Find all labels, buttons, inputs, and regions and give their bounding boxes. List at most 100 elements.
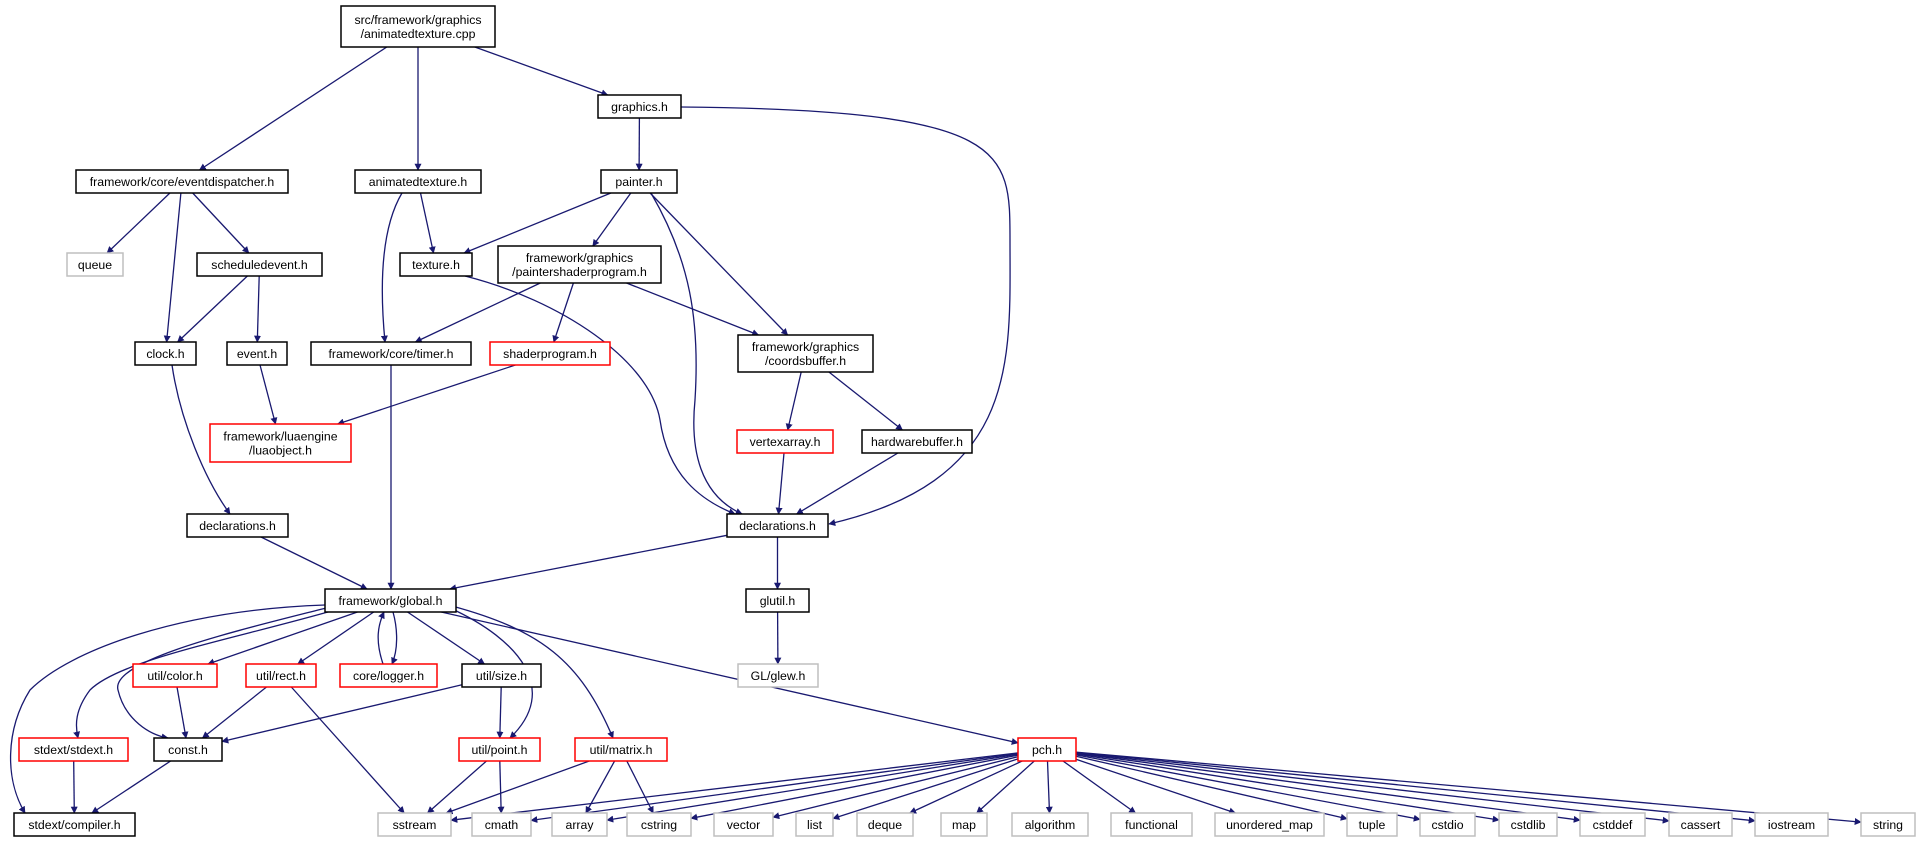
node-glutil[interactable]: glutil.h xyxy=(745,588,810,613)
node-label: const.h xyxy=(168,743,208,757)
node-label: cstring xyxy=(641,818,677,832)
node-paintershader[interactable]: framework/graphics/paintershaderprogram.… xyxy=(497,245,662,284)
edge-paintershader-to-shaderprogram xyxy=(552,282,575,343)
node-label: scheduledevent.h xyxy=(211,258,308,272)
node-point[interactable]: util/point.h xyxy=(458,737,541,762)
node-coordsbuffer[interactable]: framework/graphics/coordsbuffer.h xyxy=(737,334,874,373)
node-box xyxy=(726,513,829,538)
edge-pch-to-cstdlib xyxy=(1075,753,1500,823)
node-color[interactable]: util/color.h xyxy=(132,663,218,688)
node-label: declarations.h xyxy=(739,519,816,533)
node-label: declarations.h xyxy=(199,519,276,533)
node-box xyxy=(1754,812,1829,837)
edge-eventdispatcher-to-clock xyxy=(163,192,182,343)
node-scheduledevent[interactable]: scheduledevent.h xyxy=(196,252,323,277)
node-box xyxy=(736,429,834,454)
node-box xyxy=(940,812,988,837)
edge-texture-to-declarations2 xyxy=(464,275,736,515)
node-label: cstdio xyxy=(1431,818,1463,832)
node-box xyxy=(1419,812,1476,837)
node-box xyxy=(600,169,678,194)
edge-pch-to-cstdio xyxy=(1075,754,1421,822)
node-label: sstream xyxy=(393,818,437,832)
node-global[interactable]: framework/global.h xyxy=(324,588,457,613)
node-label: util/size.h xyxy=(476,669,527,683)
node-declarations2[interactable]: declarations.h xyxy=(726,513,829,538)
node-matrix[interactable]: util/matrix.h xyxy=(574,737,668,762)
node-label: glutil.h xyxy=(760,594,796,608)
node-pch[interactable]: pch.h xyxy=(1017,737,1077,762)
edge-global-to-matrix xyxy=(451,605,614,739)
edge-pch-to-cassert xyxy=(1075,752,1670,824)
node-box xyxy=(458,737,541,762)
node-label: /paintershaderprogram.h xyxy=(512,265,647,279)
edge-coordsbuffer-to-hardwarebuffer xyxy=(828,371,903,431)
node-deque: deque xyxy=(856,812,914,837)
node-rect[interactable]: util/rect.h xyxy=(245,663,317,688)
node-string: string xyxy=(1860,812,1916,837)
node-label: tuple xyxy=(1359,818,1386,832)
node-clock[interactable]: clock.h xyxy=(134,341,197,366)
node-vertexarray[interactable]: vertexarray.h xyxy=(736,429,834,454)
node-texture[interactable]: texture.h xyxy=(399,252,473,277)
node-event[interactable]: event.h xyxy=(226,341,288,366)
node-box xyxy=(551,812,608,837)
edge-matrix-to-sstream xyxy=(445,760,590,815)
edge-painter-to-texture xyxy=(463,192,612,254)
node-label: util/matrix.h xyxy=(590,743,653,757)
node-cstddef: cstddef xyxy=(1579,812,1646,837)
node-compiler[interactable]: stdext/compiler.h xyxy=(13,812,136,837)
node-label: stdext/compiler.h xyxy=(28,818,120,832)
node-painter[interactable]: painter.h xyxy=(600,169,678,194)
node-const[interactable]: const.h xyxy=(153,737,223,762)
node-timer[interactable]: framework/core/timer.h xyxy=(310,341,472,366)
node-label: /coordsbuffer.h xyxy=(765,354,846,368)
node-graphics-h[interactable]: graphics.h xyxy=(597,94,682,119)
edge-painter-to-coordsbuffer xyxy=(649,192,789,336)
edge-pch-to-sstream xyxy=(450,752,1019,823)
edge-global-to-const xyxy=(117,606,331,741)
node-size[interactable]: util/size.h xyxy=(461,663,542,688)
node-label: functional xyxy=(1125,818,1178,832)
node-logger[interactable]: core/logger.h xyxy=(339,663,438,688)
node-label: cmath xyxy=(485,818,519,832)
node-box xyxy=(1214,812,1325,837)
node-root[interactable]: src/framework/graphics/animatedtexture.c… xyxy=(340,5,496,48)
node-label: pch.h xyxy=(1032,743,1062,757)
node-shaderprogram[interactable]: shaderprogram.h xyxy=(489,341,611,366)
node-box xyxy=(1110,812,1193,837)
node-label: painter.h xyxy=(615,175,662,189)
node-label: animatedtexture.h xyxy=(369,175,468,189)
node-map: map xyxy=(940,812,988,837)
node-box xyxy=(461,663,542,688)
edge-global-to-logger xyxy=(391,611,398,665)
node-box xyxy=(574,737,668,762)
edge-coordsbuffer-to-vertexarray xyxy=(785,371,802,431)
node-box xyxy=(1860,812,1916,837)
edge-animatedtexture_h-to-timer xyxy=(380,192,403,343)
node-animatedtexture-h[interactable]: animatedtexture.h xyxy=(354,169,482,194)
node-hardwarebuffer[interactable]: hardwarebuffer.h xyxy=(861,429,973,454)
node-stdext[interactable]: stdext/stdext.h xyxy=(18,737,129,762)
node-label: iostream xyxy=(1768,818,1815,832)
node-eventdispatcher[interactable]: framework/core/eventdispatcher.h xyxy=(75,169,289,194)
node-label: hardwarebuffer.h xyxy=(871,435,963,449)
node-box xyxy=(339,663,438,688)
edge-logger-to-global xyxy=(377,611,385,665)
node-box xyxy=(399,252,473,277)
node-declarations1[interactable]: declarations.h xyxy=(186,513,289,538)
node-label: vertexarray.h xyxy=(750,435,821,449)
node-cstdio: cstdio xyxy=(1419,812,1476,837)
node-label: deque xyxy=(868,818,902,832)
edge-hardwarebuffer-to-declarations2 xyxy=(796,452,899,515)
node-box xyxy=(340,5,496,48)
edge-pch-to-list xyxy=(832,758,1019,820)
node-box xyxy=(1017,737,1077,762)
edge-painter-to-paintershader xyxy=(592,192,632,247)
edge-size-to-point xyxy=(496,686,504,739)
node-luaobject[interactable]: framework/luaengine/luaobject.h xyxy=(209,423,352,463)
edge-pch-to-cmath xyxy=(530,752,1019,824)
edge-animatedtexture_h-to-texture xyxy=(419,192,436,254)
node-label: framework/global.h xyxy=(339,594,443,608)
node-box xyxy=(66,252,124,277)
